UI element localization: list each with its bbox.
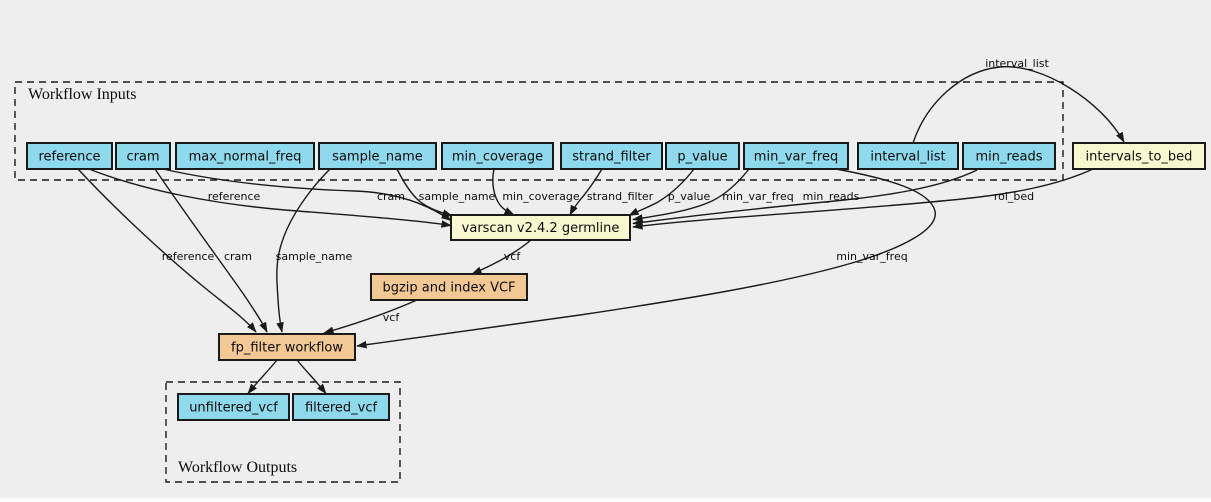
node-max_normal_freq: max_normal_freq [175, 142, 315, 170]
node-min_coverage: min_coverage [441, 142, 554, 170]
node-label-cram: cram [126, 150, 159, 165]
edge-label-interval_list-to-intervals_to_bed: interval_list [985, 57, 1049, 70]
edge-cram-to-varscan [162, 168, 452, 222]
node-box-max_normal_freq [175, 142, 315, 170]
edge-min_var_freq-to-fp_filter [356, 168, 936, 349]
node-box-fp_filter [218, 333, 356, 361]
edge-fp_filter-to-unfiltered_vcf [247, 359, 278, 395]
edge-cram-to-fp_filter [154, 168, 268, 333]
node-box-cram [115, 142, 171, 170]
edge-label-reference-to-varscan: reference [208, 190, 261, 203]
node-box-unfiltered_vcf [177, 393, 290, 421]
node-p_value: p_value [665, 142, 740, 170]
edge-bgzip-to-fp_filter [323, 299, 418, 334]
edge-sample_name-to-varscan [396, 168, 453, 217]
edge-label-cram-to-fp_filter: cram [224, 250, 252, 263]
edge-label-strand_filter-to-varscan: strand_filter [587, 190, 654, 203]
edge-fp_filter-to-filtered_vcf [296, 359, 327, 395]
node-unfiltered_vcf: unfiltered_vcf [177, 393, 290, 421]
edge-varscan-to-bgzip [471, 239, 532, 275]
node-varscan: varscan v2.4.2 germline [450, 214, 631, 241]
node-box-bgzip [370, 273, 528, 301]
node-sample_name: sample_name [318, 142, 437, 170]
node-label-sample_name: sample_name [332, 150, 423, 165]
node-bgzip: bgzip and index VCF [370, 273, 528, 301]
node-label-varscan: varscan v2.4.2 germline [462, 221, 620, 236]
edges-layer: interval_list roi_bed reference cram sample_… [77, 57, 1125, 395]
edge-sample_name-to-fp_filter [276, 168, 331, 333]
edge-label-cram-to-varscan: cram [377, 190, 405, 203]
cluster-label-workflow-outputs: Workflow Outputs [178, 459, 297, 476]
node-box-min_coverage [441, 142, 554, 170]
node-strand_filter: strand_filter [560, 142, 663, 170]
edge-p_value-to-varscan [628, 168, 695, 217]
node-label-reference: reference [38, 150, 100, 165]
edge-interval_list-to-intervals_to_bed [912, 66, 1125, 144]
edge-reference-to-fp_filter [77, 168, 257, 333]
edge-strand_filter-to-varscan [569, 168, 603, 216]
node-box-varscan [450, 214, 631, 241]
node-fp_filter: fp_filter workflow [218, 333, 356, 361]
node-label-max_normal_freq: max_normal_freq [189, 150, 302, 165]
node-min_var_freq: min_var_freq [743, 142, 849, 170]
node-label-p_value: p_value [677, 150, 727, 165]
node-interval_list: interval_list [857, 142, 959, 170]
node-label-interval_list: interval_list [870, 150, 945, 165]
edge-label-p_value-to-varscan: p_value [668, 190, 711, 203]
node-label-filtered_vcf: filtered_vcf [305, 401, 378, 416]
node-box-reference [26, 142, 113, 170]
edge-min_var_freq-to-varscan [632, 168, 750, 222]
node-label-min_reads: min_reads [975, 150, 1042, 165]
node-box-interval_list [857, 142, 959, 170]
edge-label-min_var_freq-to-varscan: min_var_freq [722, 190, 793, 203]
edge-label-bgzip-to-fp_filter: vcf [383, 311, 401, 324]
node-label-bgzip: bgzip and index VCF [382, 281, 515, 296]
edge-min_reads-to-varscan [632, 169, 978, 227]
node-box-strand_filter [560, 142, 663, 170]
edge-label-varscan-to-bgzip: vcf [504, 250, 522, 263]
edge-label-min_var_freq-to-fp_filter: min_var_freq [836, 250, 907, 263]
node-filtered_vcf: filtered_vcf [292, 393, 390, 421]
node-label-unfiltered_vcf: unfiltered_vcf [189, 401, 278, 416]
node-min_reads: min_reads [962, 142, 1056, 170]
edge-label-min_coverage-to-varscan: min_coverage [502, 190, 580, 203]
edge-label-min_reads-to-varscan: min_reads [803, 190, 860, 203]
node-label-fp_filter: fp_filter workflow [231, 341, 343, 356]
node-box-filtered_vcf [292, 393, 390, 421]
edge-min_coverage-to-varscan [492, 168, 515, 216]
edge-label-reference-to-fp_filter: reference [162, 250, 215, 263]
edge-label-sample_name-to-fp_filter: sample_name [276, 250, 353, 263]
edge-reference-to-varscan [88, 168, 452, 228]
node-intervals_to_bed: intervals_to_bed [1072, 142, 1206, 170]
node-box-sample_name [318, 142, 437, 170]
cluster-label-workflow-inputs: Workflow Inputs [28, 86, 136, 103]
cluster-workflow-inputs [14, 81, 1064, 181]
node-box-p_value [665, 142, 740, 170]
node-label-min_var_freq: min_var_freq [754, 150, 838, 165]
node-cram: cram [115, 142, 171, 170]
node-label-intervals_to_bed: intervals_to_bed [1086, 150, 1193, 165]
node-label-min_coverage: min_coverage [452, 150, 543, 165]
edge-label-sample_name-to-varscan: sample_name [419, 190, 496, 203]
edge-label-intervals_to_bed-to-varscan: roi_bed [994, 190, 1034, 203]
node-reference: reference [26, 142, 113, 170]
cluster-workflow-outputs [165, 381, 401, 483]
node-box-min_var_freq [743, 142, 849, 170]
edge-intervals_to_bed-to-varscan [632, 168, 1094, 230]
node-label-strand_filter: strand_filter [572, 150, 651, 165]
node-box-intervals_to_bed [1072, 142, 1206, 170]
node-box-min_reads [962, 142, 1056, 170]
